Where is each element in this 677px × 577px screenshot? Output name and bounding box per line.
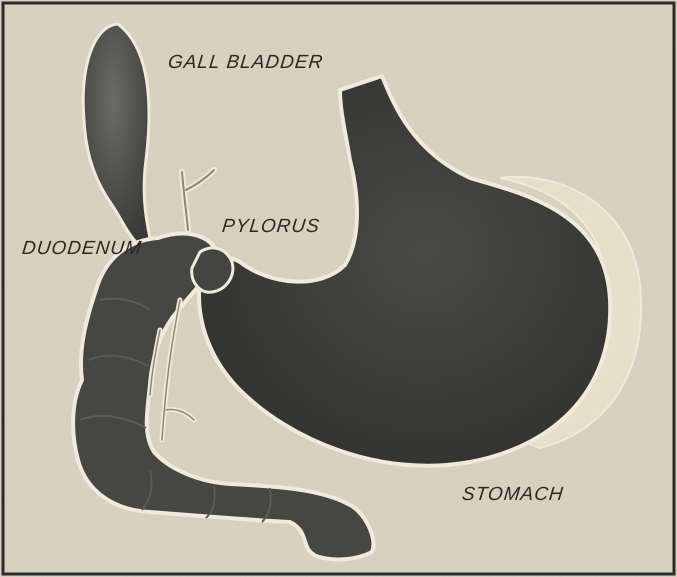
label-duodenum: DUODENUM	[21, 238, 143, 260]
label-gall-bladder: GALL BLADDER	[167, 52, 325, 74]
label-pylorus: PYLORUS	[221, 216, 321, 238]
label-stomach: STOMACH	[461, 484, 565, 506]
pylorus	[192, 248, 233, 292]
